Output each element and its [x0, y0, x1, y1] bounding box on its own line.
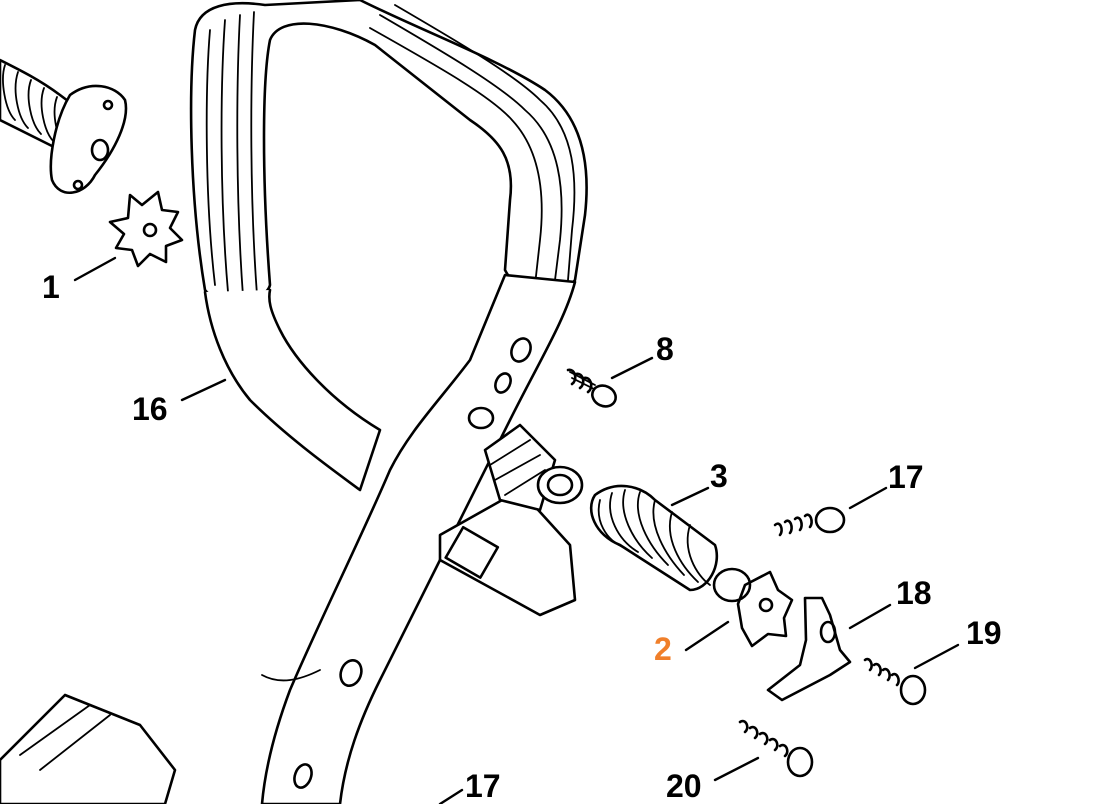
label-part-17b: 17: [465, 768, 501, 804]
leader-17a: [848, 486, 888, 510]
label-part-3: 3: [710, 458, 728, 494]
part-3-spring: [589, 484, 719, 592]
part-20-screw: [738, 719, 814, 778]
leader-20: [713, 756, 760, 782]
leader-1: [73, 256, 117, 282]
label-part-16: 16: [132, 391, 168, 427]
part-8-screw: [566, 368, 617, 408]
leader-8: [610, 356, 654, 380]
leader-3: [670, 486, 710, 507]
part-19-screw: [863, 657, 927, 706]
label-part-8: 8: [656, 331, 674, 367]
upper-spring-drawing: [0, 58, 128, 195]
label-part-19: 19: [966, 615, 1002, 651]
label-part-1: 1: [42, 269, 60, 305]
leader-17b: [438, 788, 464, 804]
label-part-2: 2: [654, 631, 672, 667]
label-part-17a: 17: [888, 459, 924, 495]
lower-left-block: [0, 693, 177, 804]
handle-bar-drawing: [189, 0, 588, 804]
part-1-star-nut: [108, 190, 184, 268]
leader-lines: [73, 256, 960, 804]
part-18-clip: [766, 596, 852, 702]
label-part-20: 20: [666, 768, 702, 804]
part-2-star-nut: [712, 567, 794, 648]
leader-2: [684, 620, 730, 652]
leader-18: [848, 603, 892, 630]
leader-19: [913, 643, 960, 670]
label-part-18: 18: [896, 575, 932, 611]
part-labels: 1 2 3 8 16 17 17 18 19 20: [42, 269, 1002, 804]
leader-16: [180, 378, 227, 402]
part-17a-screw: [773, 506, 846, 537]
